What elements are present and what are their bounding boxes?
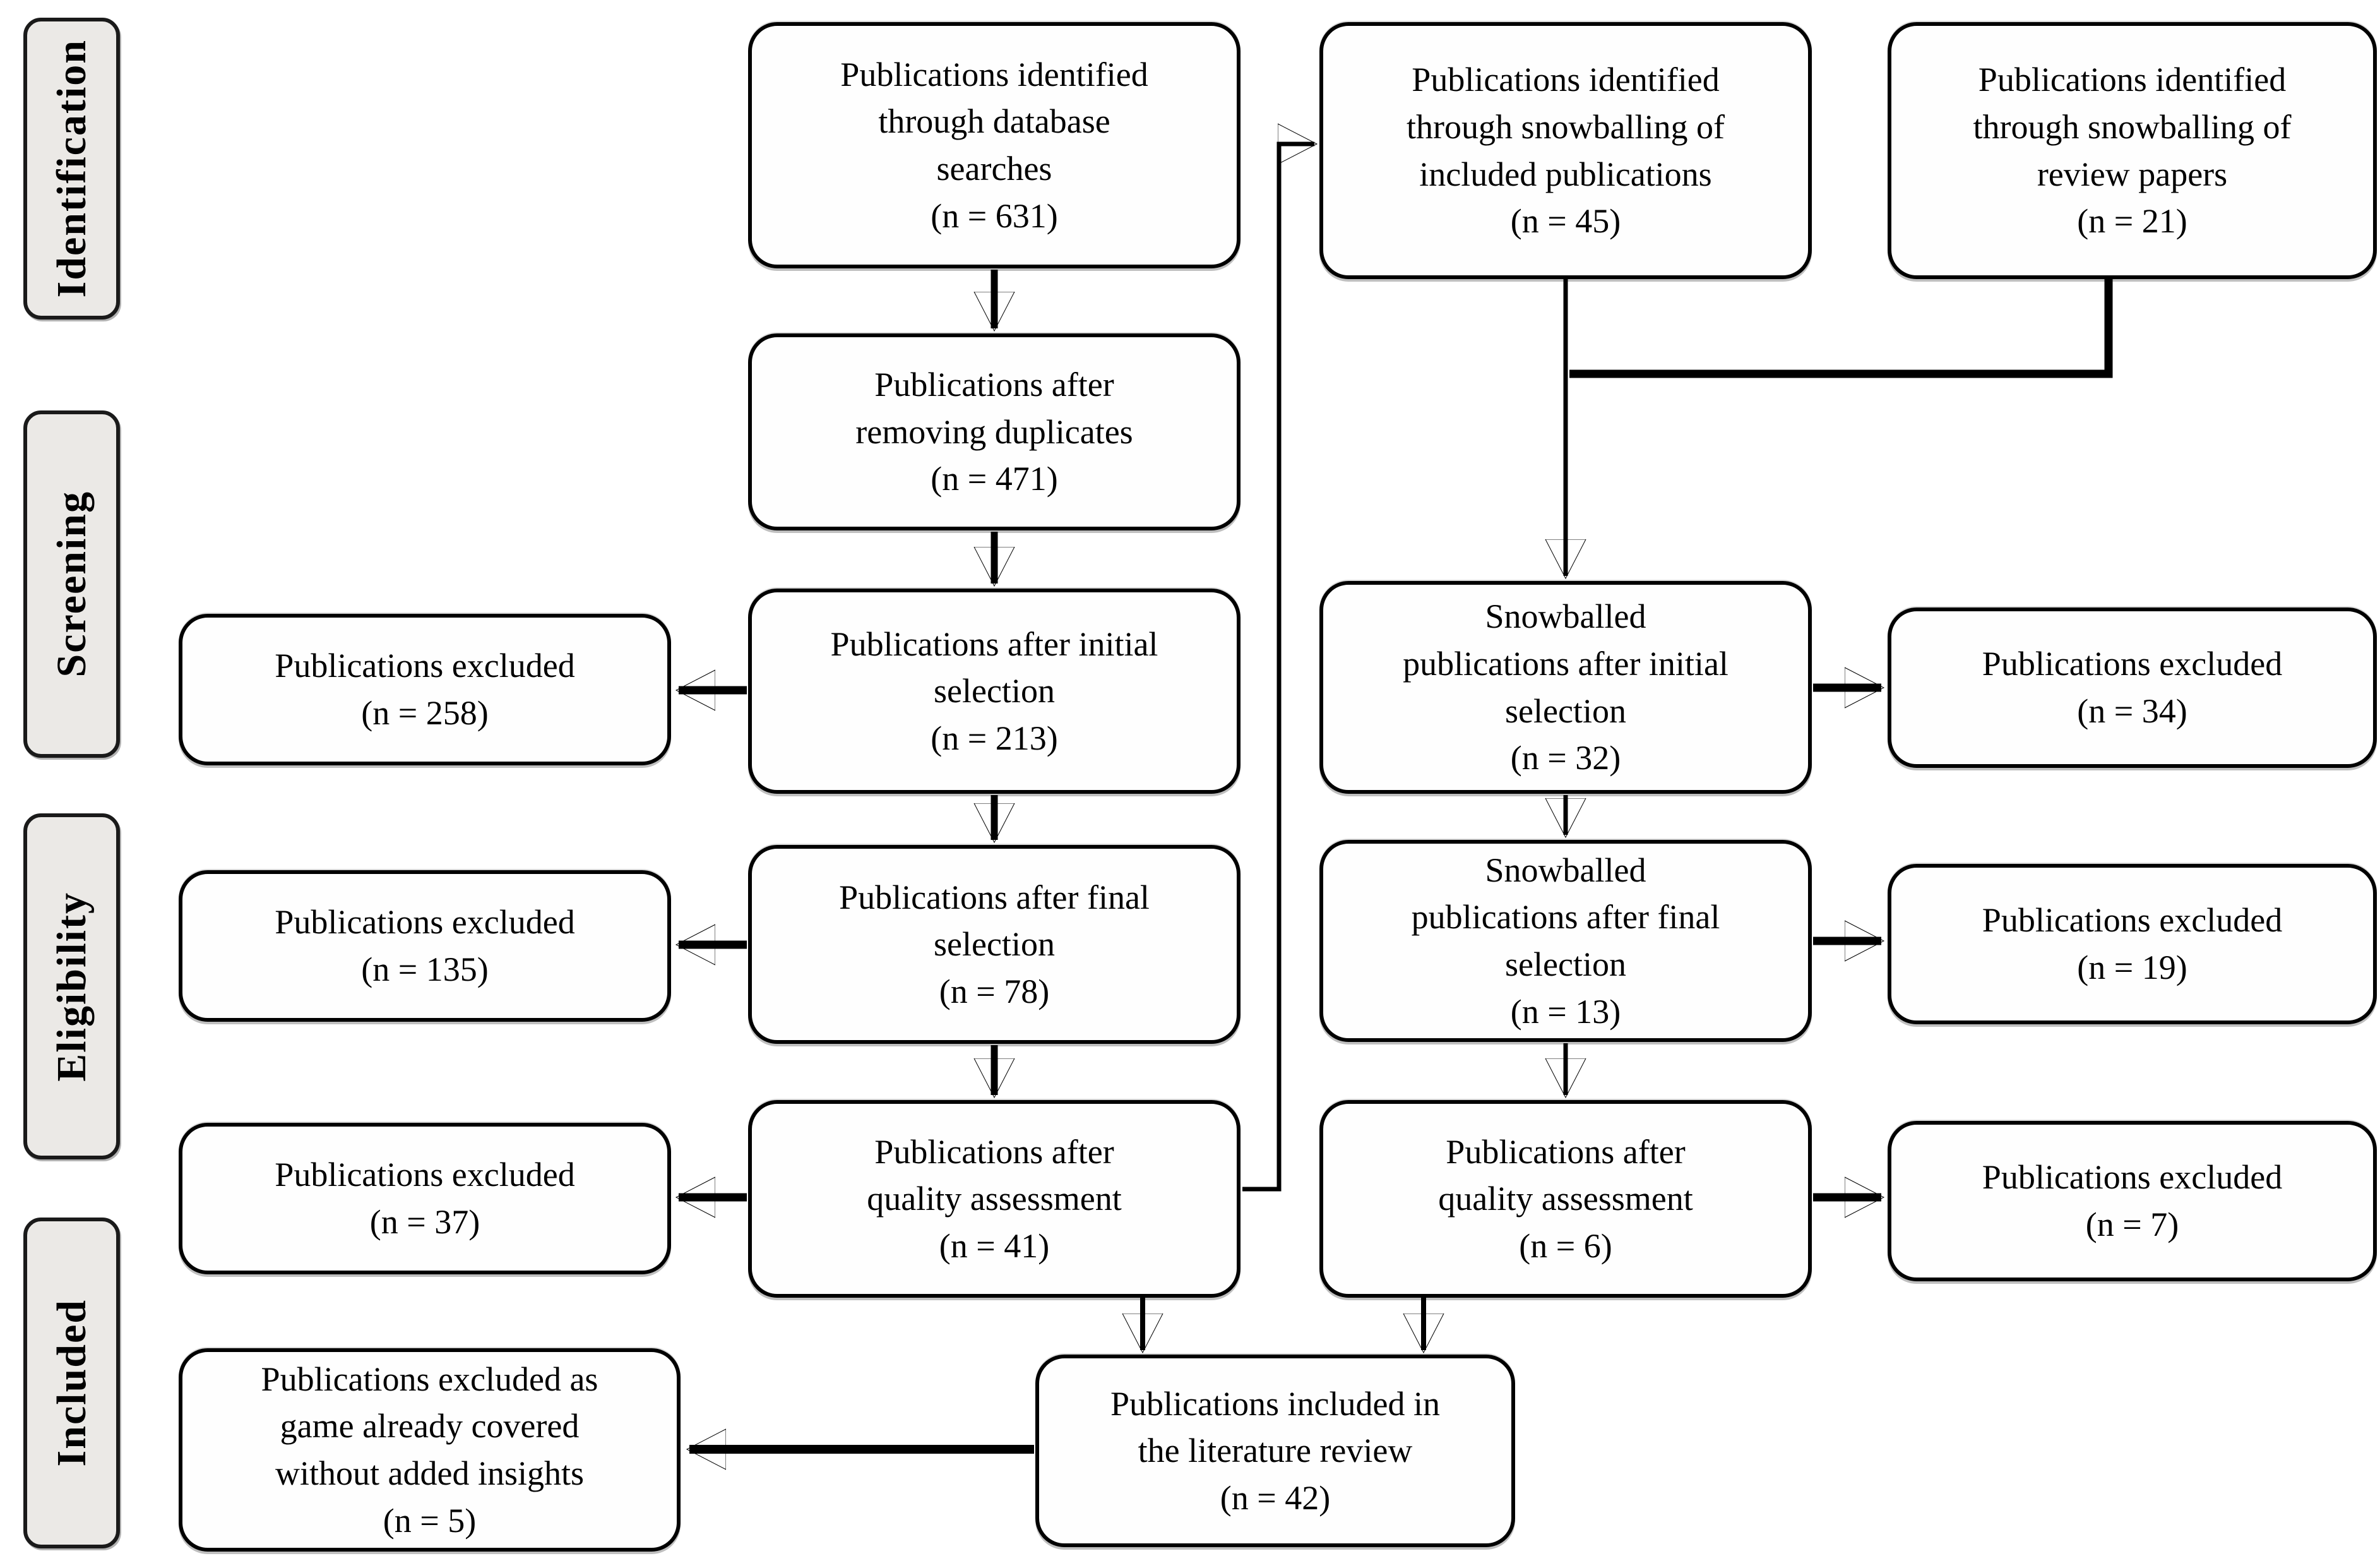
box-excluded-final: Publications excluded (n = 135) (179, 870, 671, 1022)
box-quality-snowballed: Publications after quality assessment (n… (1319, 1100, 1812, 1298)
box-snowball-included-text: Publications identified through snowball… (1407, 61, 1725, 193)
box-excluded-quality-main-count: (n = 37) (369, 1203, 480, 1241)
stage-eligibility: Eligibility (23, 813, 120, 1159)
box-quality-main-count: (n = 41) (939, 1226, 1050, 1265)
box-excluded-snowballed-initial: Publications excluded (n = 34) (1888, 607, 2377, 768)
box-snowballed-final-text: Snowballed publications after final sele… (1411, 851, 1720, 983)
box-snowballed-initial: Snowballed publications after initial se… (1319, 581, 1812, 794)
box-final-selection-text: Publications after final selection (839, 878, 1150, 964)
stage-identification-label: Identification (48, 39, 95, 298)
box-db-search-count: (n = 631) (931, 196, 1058, 235)
box-snowball-review-count: (n = 21) (2077, 202, 2187, 241)
box-excluded-snowballed-final-text: Publications excluded (1982, 901, 2283, 940)
box-initial-selection-text: Publications after initial selection (830, 625, 1158, 710)
box-snowball-review-text: Publications identified through snowball… (1973, 61, 2292, 193)
box-excluded-quality-snowballed: Publications excluded (n = 7) (1888, 1121, 2377, 1281)
box-excluded-snowballed-final: Publications excluded (n = 19) (1888, 864, 2377, 1024)
box-quality-main-text: Publications after quality assessment (867, 1132, 1122, 1218)
box-excluded-initial-text: Publications excluded (275, 647, 575, 685)
box-excluded-game-covered-count: (n = 5) (383, 1501, 477, 1540)
box-final-selection-count: (n = 78) (939, 972, 1050, 1010)
stage-screening-label: Screening (48, 491, 95, 678)
box-excluded-quality-snowballed-count: (n = 7) (2085, 1206, 2179, 1243)
elbow-reviewpapers-join (1569, 279, 2113, 378)
box-excluded-snowballed-initial-text: Publications excluded (1982, 645, 2283, 683)
box-snowball-included: Publications identified through snowball… (1319, 22, 1812, 279)
box-excluded-quality-main: Publications excluded (n = 37) (179, 1123, 671, 1274)
box-snowballed-initial-count: (n = 32) (1510, 739, 1621, 777)
box-included-review-count: (n = 42) (1220, 1478, 1331, 1517)
box-excluded-quality-snowballed-text: Publications excluded (1982, 1158, 2283, 1197)
box-excluded-initial: Publications excluded (n = 258) (179, 614, 671, 765)
box-quality-main: Publications after quality assessment (n… (748, 1100, 1241, 1298)
box-quality-snowballed-text: Publications after quality assessment (1438, 1132, 1693, 1218)
box-included-review-text: Publications included in the literature … (1110, 1384, 1440, 1470)
stage-identification: Identification (23, 18, 120, 320)
feedback-quality-to-snowballing (1242, 144, 1314, 1192)
box-initial-selection: Publications after initial selection (n … (748, 589, 1241, 794)
box-snowball-review: Publications identified through snowball… (1888, 22, 2377, 279)
box-dedup: Publications after removing duplicates (… (748, 333, 1241, 530)
box-snowballed-final-count: (n = 13) (1510, 992, 1621, 1031)
box-snowballed-initial-text: Snowballed publications after initial se… (1403, 597, 1728, 730)
box-snowballed-final: Snowballed publications after final sele… (1319, 840, 1812, 1042)
box-excluded-snowballed-initial-count: (n = 34) (2077, 692, 2187, 730)
box-db-search-text: Publications identified through database… (840, 55, 1148, 188)
box-excluded-final-text: Publications excluded (275, 903, 575, 942)
box-snowball-included-count: (n = 45) (1510, 202, 1621, 241)
box-dedup-count: (n = 471) (931, 460, 1058, 498)
box-excluded-snowballed-final-count: (n = 19) (2077, 949, 2187, 986)
box-db-search: Publications identified through database… (748, 22, 1241, 268)
box-excluded-initial-count: (n = 258) (361, 694, 489, 732)
stage-included: Included (23, 1218, 120, 1548)
box-initial-selection-count: (n = 213) (931, 719, 1058, 757)
box-dedup-text: Publications after removing duplicates (855, 366, 1133, 451)
box-included-review: Publications included in the literature … (1035, 1355, 1515, 1547)
stage-screening: Screening (23, 410, 120, 758)
box-excluded-final-count: (n = 135) (361, 950, 489, 988)
box-excluded-game-covered-text: Publications excluded as game already co… (261, 1360, 598, 1492)
stage-included-label: Included (48, 1299, 95, 1467)
box-excluded-game-covered: Publications excluded as game already co… (179, 1348, 681, 1552)
box-quality-snowballed-count: (n = 6) (1519, 1226, 1612, 1265)
box-excluded-quality-main-text: Publications excluded (275, 1156, 575, 1194)
stage-eligibility-label: Eligibility (48, 891, 95, 1082)
box-final-selection: Publications after final selection (n = … (748, 845, 1241, 1044)
